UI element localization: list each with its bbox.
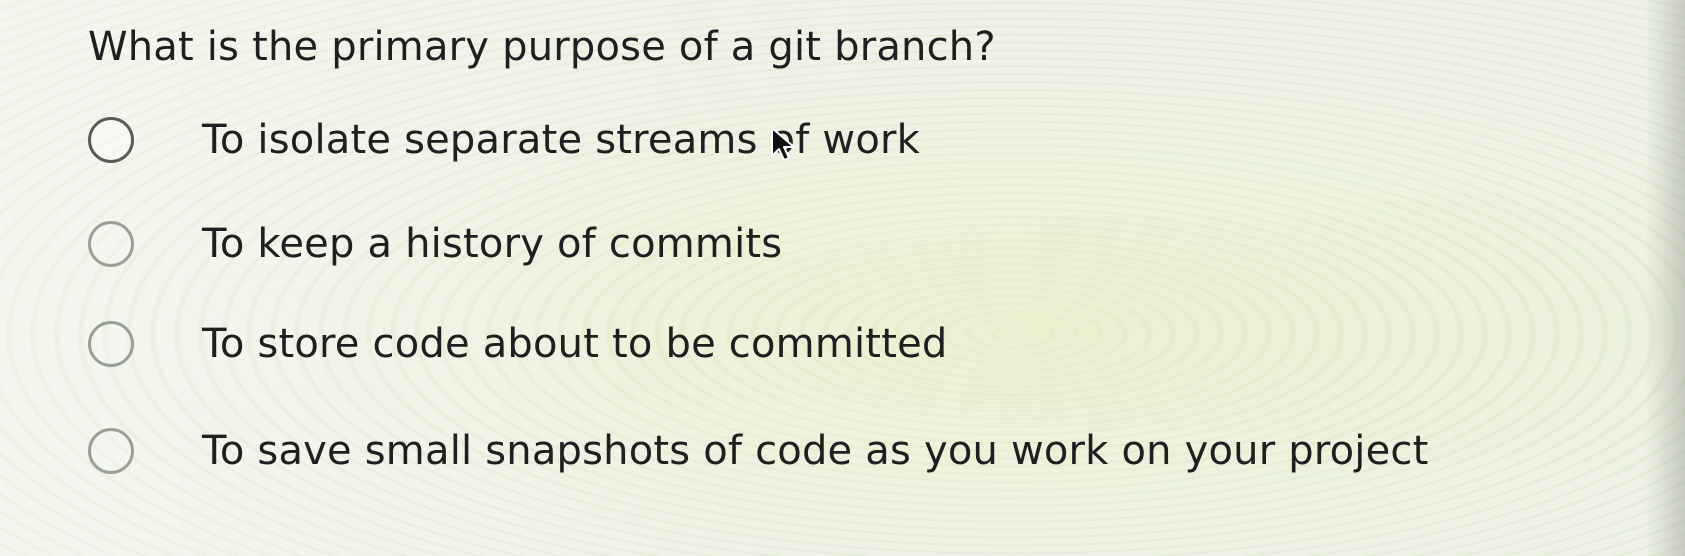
radio-button-icon[interactable]	[88, 221, 134, 267]
radio-button-icon[interactable]	[88, 117, 134, 163]
answer-option-label[interactable]: To keep a history of commits	[202, 221, 783, 267]
answer-option-label[interactable]: To save small snapshots of code as you w…	[202, 428, 1429, 474]
screen-edge-shadow	[1645, 0, 1685, 556]
answer-option-4[interactable]: To save small snapshots of code as you w…	[88, 425, 1429, 477]
answer-option-label[interactable]: To store code about to be committed	[202, 321, 948, 367]
answer-option-2[interactable]: To keep a history of commits	[88, 218, 782, 270]
radio-button-icon[interactable]	[88, 321, 134, 367]
question-text: What is the primary purpose of a git bra…	[88, 24, 996, 70]
radio-button-icon[interactable]	[88, 428, 134, 474]
answer-option-3[interactable]: To store code about to be committed	[88, 318, 947, 370]
answer-option-label[interactable]: To isolate separate streams of work	[202, 117, 920, 163]
answer-option-1[interactable]: To isolate separate streams of work	[88, 114, 920, 166]
